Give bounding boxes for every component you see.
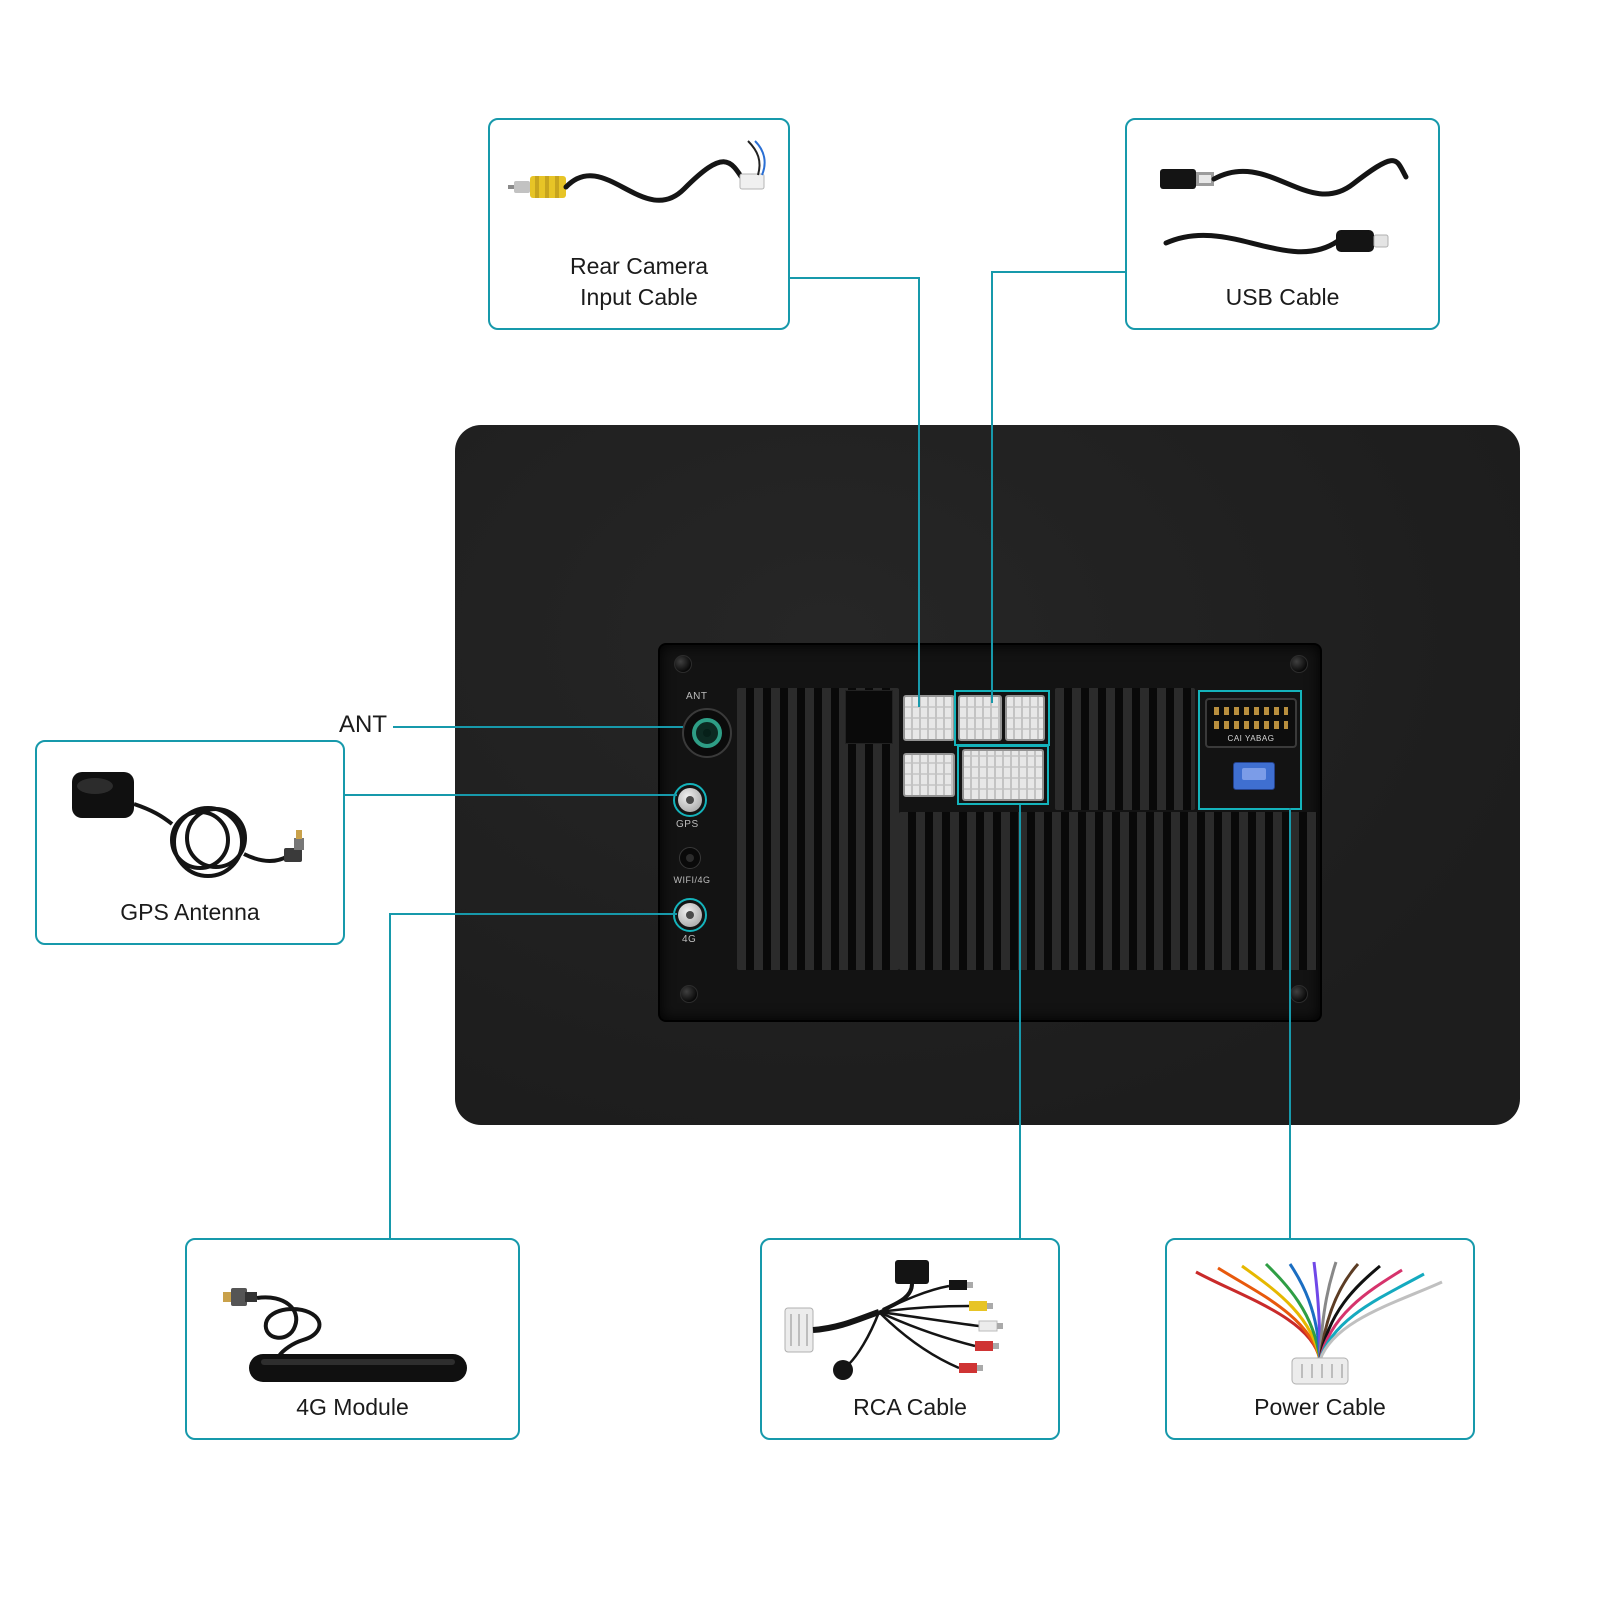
ant-label: ANT (339, 711, 387, 738)
callout-power: Power Cable (1165, 1238, 1475, 1440)
callout-label: Rear Camera Input Cable (569, 253, 709, 310)
connector-line-rear-camera (918, 277, 920, 707)
callout-rear-camera: Rear Camera Input Cable (488, 118, 790, 330)
harness-socket-a (903, 695, 955, 741)
gps-jack-pin (686, 796, 694, 804)
vent-slats (899, 812, 1317, 970)
socket-pins (1214, 707, 1288, 715)
connector-line-usb (993, 271, 1125, 273)
panel-label-ant: ANT (686, 691, 708, 702)
screw-icon (1290, 985, 1308, 1003)
gps-antenna-icon (72, 771, 304, 878)
4g-module-graphic (195, 1250, 510, 1392)
gps-antenna-graphic (45, 752, 335, 897)
connector-line-4g (390, 913, 677, 915)
callout-4g-module: 4G Module (185, 1238, 520, 1440)
panel-label-gps: GPS (676, 819, 699, 830)
screw-icon (680, 985, 698, 1003)
usb-cable-graphic (1135, 130, 1430, 282)
rca-socket-highlight (957, 745, 1049, 805)
callout-label: RCA Cable (853, 1393, 967, 1420)
harness-socket-c (1005, 695, 1045, 741)
power-socket-highlight (1198, 690, 1302, 810)
power-cable-icon (1195, 1261, 1443, 1385)
connector-panel: ANT GPS WIFI/4G 4G (660, 645, 1320, 1020)
rear-camera-cable-graphic (498, 129, 780, 251)
screw-icon (674, 655, 692, 673)
panel-label-wifi: WIFI/4G (673, 875, 711, 885)
4g-module-icon (222, 1287, 467, 1382)
socket-pins (1214, 721, 1288, 729)
screw-icon (1290, 655, 1308, 673)
fuse (1233, 762, 1275, 790)
connector-line-rear-camera (790, 277, 920, 279)
4g-jack-pin (686, 911, 694, 919)
connector-line-rca (1019, 805, 1021, 1238)
harness-socket-d (903, 753, 955, 797)
socket-text: CAI YABAG (1227, 734, 1275, 743)
rca-cable-graphic (770, 1250, 1050, 1392)
gps-jack-highlight (673, 783, 707, 817)
sim-slot (845, 690, 893, 744)
callout-label: USB Cable (1225, 283, 1340, 310)
vent-slats (1055, 688, 1195, 810)
callout-usb: USB Cable (1125, 118, 1440, 330)
harness-socket-b (958, 695, 1002, 741)
callout-label: Power Cable (1254, 1393, 1386, 1420)
connector-line-usb (991, 271, 993, 703)
connector-line-power (1289, 808, 1291, 1238)
fuse-window (1242, 768, 1266, 780)
head-unit-rear: ANT GPS WIFI/4G 4G (455, 425, 1520, 1125)
usb-socket-highlight (954, 690, 1050, 746)
4g-jack-highlight (673, 898, 707, 932)
callout-label: GPS Antenna (120, 898, 260, 925)
callout-rca: RCA Cable (760, 1238, 1060, 1440)
connector-line-4g (389, 913, 391, 1238)
rear-camera-cable-icon (508, 140, 766, 204)
connector-line-gps (345, 794, 677, 796)
power-socket: CAI YABAG (1205, 698, 1297, 748)
ant-jack-pin (703, 729, 711, 737)
connector-line-ant (393, 726, 683, 728)
panel-label-4g: 4G (682, 934, 697, 945)
callout-gps: GPS Antenna (35, 740, 345, 945)
power-cable-graphic (1175, 1250, 1465, 1392)
rca-cable-icon (784, 1259, 1003, 1380)
wifi-jack-pin (686, 854, 694, 862)
usb-cable-icon (1159, 157, 1408, 254)
harness-socket-e (962, 749, 1044, 801)
callout-label: 4G Module (296, 1393, 409, 1420)
